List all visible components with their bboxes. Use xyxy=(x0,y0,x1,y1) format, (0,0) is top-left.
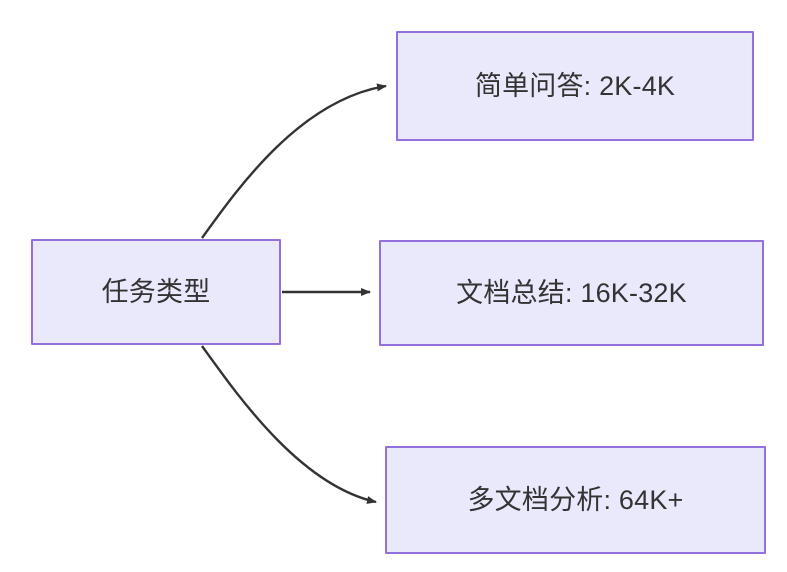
node-multi-doc-label: 多文档分析: 64K+ xyxy=(467,484,684,515)
node-task-type[interactable]: 任务类型 xyxy=(31,239,281,345)
edge-root-to-multi-doc xyxy=(201,345,377,504)
node-simple-qa-label: 简单问答: 2K-4K xyxy=(474,70,676,101)
node-multi-doc[interactable]: 多文档分析: 64K+ xyxy=(385,446,766,554)
node-simple-qa[interactable]: 简单问答: 2K-4K xyxy=(396,31,754,141)
node-doc-summary-label: 文档总结: 16K-32K xyxy=(456,277,687,308)
node-doc-summary[interactable]: 文档总结: 16K-32K xyxy=(379,240,764,346)
node-task-type-label: 任务类型 xyxy=(101,276,211,307)
edge-root-to-simple-qa xyxy=(201,83,387,239)
